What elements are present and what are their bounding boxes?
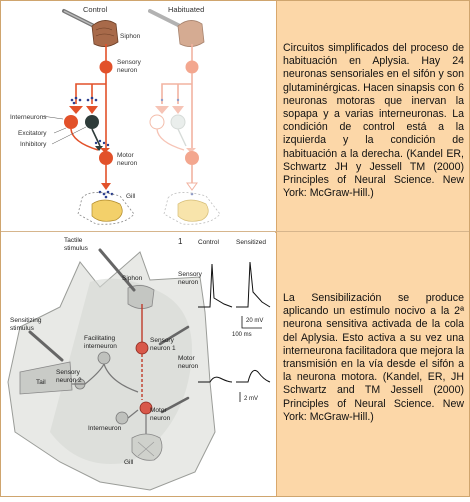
- inhibitory-interneuron: [85, 115, 99, 129]
- sensory-neuron-label-2: neuron: [117, 67, 138, 74]
- motor-neuron-label-lower-1: Motor: [150, 407, 167, 414]
- control-motor-trace: [198, 376, 233, 383]
- sensitized-motor-trace: [236, 369, 271, 383]
- sensitization-figure: Tactile stimulus 1 Control Sensitized Si…: [0, 232, 275, 497]
- caption-cell-habituation: Circuitos simplificados del proceso de h…: [276, 0, 470, 232]
- motor-neuron-label-right-2: neuron: [178, 363, 199, 370]
- tail-label: Tail: [36, 379, 46, 386]
- sensory-neuron-label-1: Sensory: [117, 59, 142, 66]
- sensory-neuron-1-label-1: Sensory: [150, 337, 175, 344]
- sensory-neuron-right-label-2: neuron: [178, 279, 199, 286]
- recording-traces: [198, 261, 271, 402]
- sensory-neuron-right-label-1: Sensory: [178, 271, 203, 278]
- gill-label: Gill: [126, 193, 136, 200]
- gill-shape: [91, 199, 123, 222]
- control-header-2: Control: [198, 239, 220, 246]
- control-circuit: [62, 9, 135, 225]
- habituation-diagram: Control Habituated: [10, 5, 221, 225]
- control-header: Control: [83, 5, 108, 14]
- motor-neuron-label-2: neuron: [117, 160, 138, 167]
- caption-habituation: Circuitos simplificados del proceso de h…: [283, 42, 464, 200]
- facilitating-interneuron-label-2: interneuron: [84, 343, 117, 350]
- gill-label-2: Gill: [124, 459, 134, 466]
- sensory-neuron-2-label-2: neuron 2: [56, 377, 82, 384]
- habituated-header: Habituated: [168, 5, 204, 14]
- sensory-neuron-body: [99, 60, 113, 74]
- caption-sensitization: La Sensibilización se produce aplicando …: [283, 292, 464, 423]
- facilitating-interneuron-label-1: Facilitating: [84, 335, 115, 342]
- tail-shape: [19, 361, 73, 395]
- siphon-label: Siphon: [120, 33, 141, 40]
- sensitizing-stimulus-label-1: Sensitizing: [10, 317, 42, 324]
- habituation-figure: Control Habituated: [0, 0, 275, 232]
- caption-cell-sensitization: La Sensibilización se produce aplicando …: [276, 232, 470, 497]
- sensitizing-stimulus-label-2: stimulus: [10, 325, 35, 332]
- panel-number: 1: [178, 237, 183, 246]
- table-row-sensitization: Tactile stimulus 1 Control Sensitized Si…: [0, 232, 470, 497]
- motor-neuron-label-right-1: Motor: [178, 355, 195, 362]
- excitatory-interneuron: [64, 115, 78, 129]
- control-sensory-trace: [198, 263, 233, 308]
- sensitization-diagram: Tactile stimulus 1 Control Sensitized Si…: [7, 237, 271, 491]
- excitatory-label: Excitatory: [18, 130, 47, 137]
- facilitating-interneuron-body: [97, 351, 111, 365]
- interneurons-label: Interneurons: [10, 114, 47, 121]
- siphon-shape: [91, 20, 119, 47]
- scale-2mv: 2 mV: [244, 396, 258, 402]
- interneuron-label: Interneuron: [88, 425, 122, 432]
- motor-neuron-label-lower-2: neuron: [150, 415, 171, 422]
- motor-neuron-label-1: Motor: [117, 152, 134, 159]
- scale-100ms: 100 ms: [232, 332, 252, 338]
- siphon-label-2: Siphon: [122, 275, 143, 282]
- habituated-circuit: [148, 9, 221, 225]
- scale-bar-top: [241, 316, 262, 329]
- table-row-habituation: Control Habituated: [0, 0, 470, 232]
- inhibitory-label: Inhibitory: [20, 141, 47, 148]
- sensory-neuron-1-body: [135, 341, 149, 355]
- sensitized-sensory-trace: [236, 261, 271, 308]
- sensory-neuron-2-label-1: Sensory: [56, 369, 81, 376]
- sensory-neuron-1-label-2: neuron 1: [150, 345, 176, 352]
- sensitized-header: Sensitized: [236, 239, 266, 246]
- tactile-stimulus-label-1: Tactile: [64, 237, 83, 244]
- motor-neuron-body: [99, 151, 113, 165]
- tactile-stimulus-label-2: stimulus: [64, 245, 89, 252]
- scale-20mv: 20 mV: [246, 318, 263, 324]
